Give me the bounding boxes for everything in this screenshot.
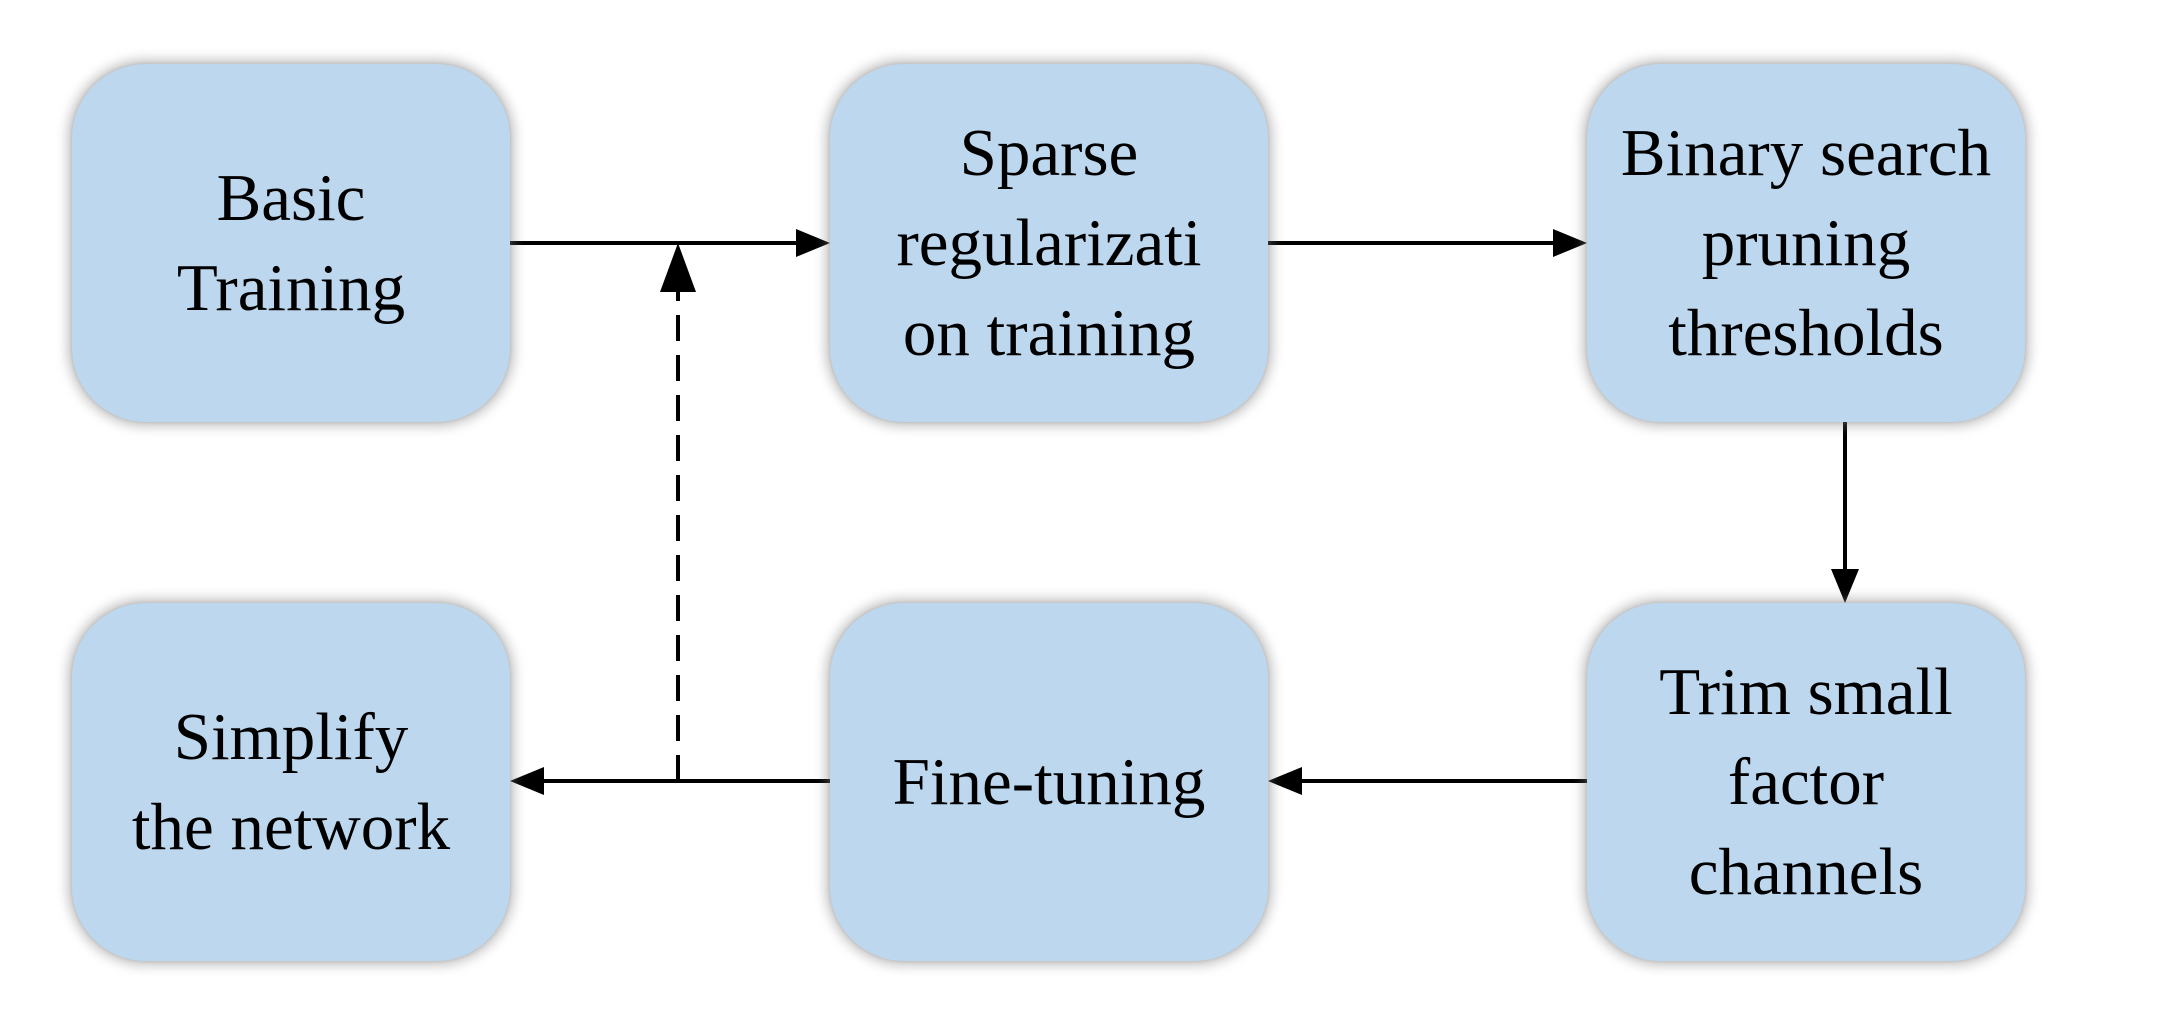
arrowhead-left — [510, 767, 544, 795]
node-binary-search: Binary search pruning thresholds — [1587, 64, 2025, 422]
arrowhead-left — [1268, 767, 1302, 795]
node-fine-tuning: Fine-tuning — [830, 603, 1268, 961]
node-label: Sparse regularizati on training — [896, 116, 1202, 370]
node-basic-training: Basic Training — [72, 64, 510, 422]
arrowhead-right — [1553, 229, 1587, 257]
node-label: Trim small factor channels — [1659, 655, 1953, 909]
node-trim-channels: Trim small factor channels — [1587, 603, 2025, 961]
arrowhead-up — [660, 243, 696, 292]
node-sparse-regularization: Sparse regularizati on training — [830, 64, 1268, 422]
node-label: Binary search pruning thresholds — [1620, 116, 1992, 370]
node-label: Simplify the network — [131, 700, 451, 864]
node-simplify-network: Simplify the network — [72, 603, 510, 961]
arrowhead-right — [796, 229, 830, 257]
arrowhead-down — [1831, 569, 1859, 603]
node-label: Basic Training — [176, 161, 406, 325]
node-label: Fine-tuning — [892, 745, 1206, 819]
